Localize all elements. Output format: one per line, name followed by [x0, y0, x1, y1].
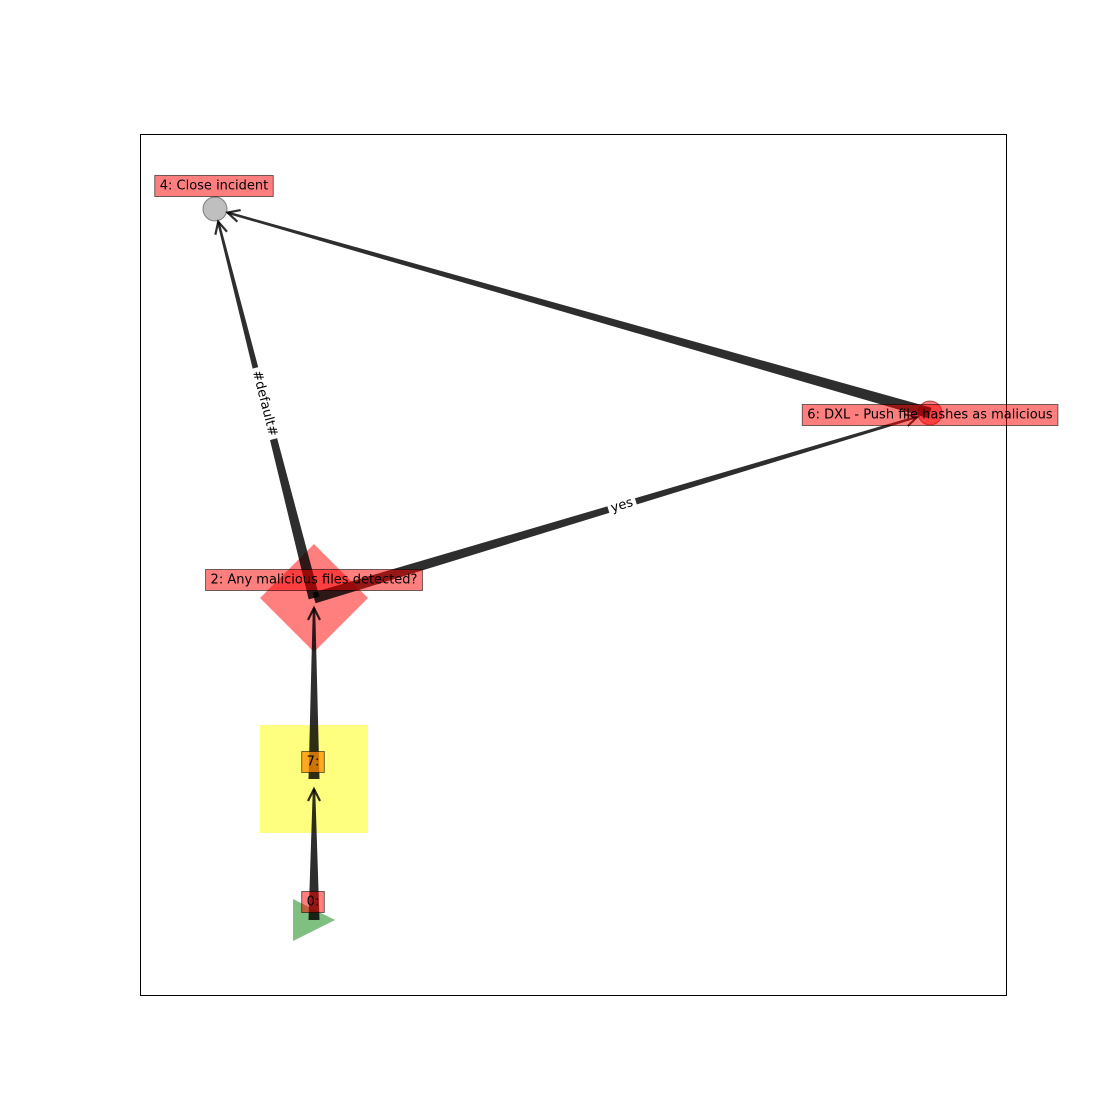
edge-0-to-7: [307, 786, 321, 920]
edge-6-to-4: [225, 209, 932, 419]
edge-label-background: [247, 365, 282, 442]
node-labels-layer: 0: 7: 2: Any malicious files detected? 4: C…: [154, 175, 1059, 913]
node-label-text: 0:: [307, 895, 320, 910]
edge-body: [227, 211, 932, 419]
edge-body: [308, 789, 320, 920]
node-7-label: 7:: [301, 751, 325, 773]
edge-2-to-4: #default#: [214, 219, 320, 600]
node-4-label: 4: Close incident: [154, 175, 274, 197]
arrowhead-icon: [225, 209, 241, 223]
edge-label-background: [605, 493, 639, 518]
node-2-label: 2: Any malicious files detected?: [205, 569, 423, 591]
edge-label-text: yes: [609, 495, 635, 516]
node-label-box: [154, 175, 274, 197]
node-6-label: 6: DXL - Push file hashes as malicious: [801, 404, 1059, 426]
node-0-label: 0:: [301, 891, 325, 913]
node-label-box: [301, 751, 325, 773]
node-label-box: [301, 891, 325, 913]
edge-7-to-2: [307, 605, 321, 779]
node-label-text: 4: Close incident: [160, 179, 269, 194]
node-label-text: 2: Any malicious files detected?: [211, 573, 418, 588]
edge-label: #default#: [247, 365, 282, 442]
node-label-box: [801, 404, 1059, 426]
node-label-text: 6: DXL - Push file hashes as malicious: [807, 408, 1053, 423]
arrowhead-icon: [214, 219, 228, 235]
edge-label: yes: [605, 493, 639, 518]
node-label-box: [205, 569, 423, 591]
plot-frame: [140, 134, 1007, 996]
node-4-circle[interactable]: [202, 196, 228, 222]
node-label-text: 7:: [307, 755, 320, 770]
edge-label-text: #default#: [249, 369, 280, 438]
edge-body: [308, 608, 320, 779]
arrowhead-icon: [307, 786, 321, 802]
arrowhead-icon: [307, 605, 321, 621]
